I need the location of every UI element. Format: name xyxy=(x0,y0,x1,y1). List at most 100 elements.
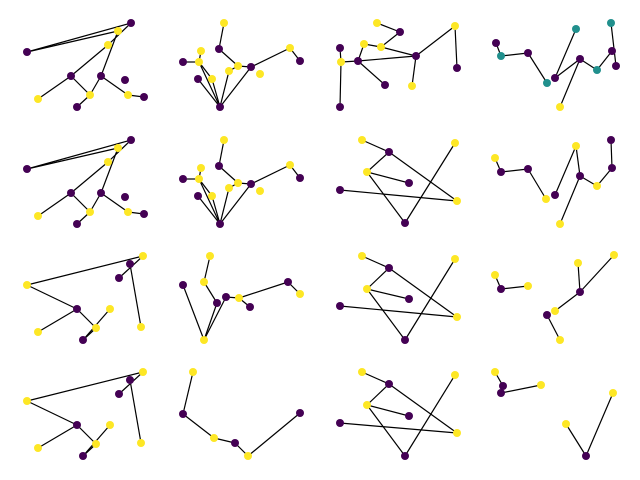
graph-node xyxy=(491,271,499,279)
graph-node xyxy=(86,91,94,99)
graph-node xyxy=(34,328,42,336)
graph-edge xyxy=(500,285,529,290)
graph-edge xyxy=(76,308,97,329)
graph-node xyxy=(336,419,344,427)
graph-panel-r1c3 xyxy=(336,19,461,111)
graph-edge xyxy=(585,392,614,457)
graph-node xyxy=(200,336,208,344)
graph-panel-r1c2 xyxy=(179,19,304,111)
graph-node xyxy=(497,389,505,397)
graph-node xyxy=(215,162,223,170)
graph-edge xyxy=(70,75,91,96)
graph-edge xyxy=(554,291,581,312)
graph-edge xyxy=(415,25,456,57)
graph-node xyxy=(195,175,203,183)
graph-node xyxy=(593,66,601,74)
graph-edge xyxy=(37,308,78,333)
graph-panel-r4c3 xyxy=(336,368,461,460)
graph-edge xyxy=(197,78,221,108)
graph-panel-r2c3 xyxy=(336,136,461,227)
graph-edge xyxy=(182,413,215,439)
graph-node xyxy=(23,48,31,56)
graph-edge xyxy=(219,183,252,225)
graph-node xyxy=(206,252,214,260)
graph-edge xyxy=(376,22,401,33)
graph-node xyxy=(524,282,532,290)
graph-node xyxy=(608,164,616,172)
graph-edge xyxy=(26,255,144,286)
graph-node xyxy=(401,452,409,460)
graph-panel-r3c3 xyxy=(336,252,461,344)
graph-edge xyxy=(250,164,291,185)
graph-node xyxy=(86,208,94,216)
graph-node xyxy=(213,299,221,307)
graph-edge xyxy=(596,50,613,71)
graph-edge xyxy=(26,284,78,310)
graph-node xyxy=(79,336,87,344)
graph-node xyxy=(140,210,148,218)
graph-node xyxy=(524,165,532,173)
graph-node xyxy=(73,305,81,313)
graph-edge xyxy=(527,52,548,84)
graph-edge xyxy=(238,281,289,299)
graph-edge xyxy=(219,187,230,225)
graph-node xyxy=(453,429,461,437)
graph-edge xyxy=(339,61,342,108)
graph-edge xyxy=(559,58,581,108)
graph-edge xyxy=(404,142,456,224)
graph-node xyxy=(67,189,75,197)
graph-panel-r4c4 xyxy=(491,368,617,460)
graph-edge xyxy=(500,52,529,57)
graph-node xyxy=(537,381,545,389)
graph-edge xyxy=(366,267,390,290)
graph-node xyxy=(497,168,505,176)
graph-node xyxy=(551,307,559,315)
graph-edge xyxy=(129,263,142,328)
graph-node xyxy=(210,434,218,442)
graph-edge xyxy=(411,55,417,87)
graph-edge xyxy=(37,192,72,217)
graph-node xyxy=(354,57,362,65)
graph-node xyxy=(179,410,187,418)
graph-node xyxy=(256,187,264,195)
graph-edge xyxy=(339,422,458,434)
graph-edge xyxy=(366,383,390,406)
graph-edge xyxy=(182,371,194,415)
graph-node xyxy=(179,175,187,183)
graph-panel-r3c1 xyxy=(23,252,147,344)
graph-edge xyxy=(565,423,587,457)
graph-node xyxy=(610,251,618,259)
graph-node xyxy=(377,43,385,51)
graph-node xyxy=(23,281,31,289)
graph-node xyxy=(336,302,344,310)
graph-node xyxy=(208,192,216,200)
graph-edge xyxy=(554,145,577,196)
graph-edge xyxy=(26,30,119,53)
graph-node xyxy=(401,336,409,344)
graph-panel-r2c1 xyxy=(23,136,148,228)
graph-edge xyxy=(182,284,205,341)
graph-edge xyxy=(26,139,132,170)
graph-node xyxy=(542,195,550,203)
graph-node xyxy=(225,67,233,75)
graph-node xyxy=(492,39,500,47)
graph-edge xyxy=(366,171,410,184)
graph-edge xyxy=(26,371,144,402)
graph-edge xyxy=(219,70,230,108)
graph-node xyxy=(363,401,371,409)
graph-edge xyxy=(70,161,109,194)
graph-node xyxy=(385,264,393,272)
graph-node xyxy=(235,294,243,302)
graph-node xyxy=(582,452,590,460)
graph-edge xyxy=(380,46,417,57)
graph-node xyxy=(556,336,564,344)
graph-edge xyxy=(388,151,458,202)
graph-edge xyxy=(575,145,581,177)
graph-node xyxy=(336,103,344,111)
graph-node xyxy=(381,81,389,89)
graph-edge xyxy=(361,255,390,269)
graph-node xyxy=(556,220,564,228)
graph-node xyxy=(140,93,148,101)
graph-edge xyxy=(500,384,542,394)
graph-node xyxy=(451,22,459,30)
